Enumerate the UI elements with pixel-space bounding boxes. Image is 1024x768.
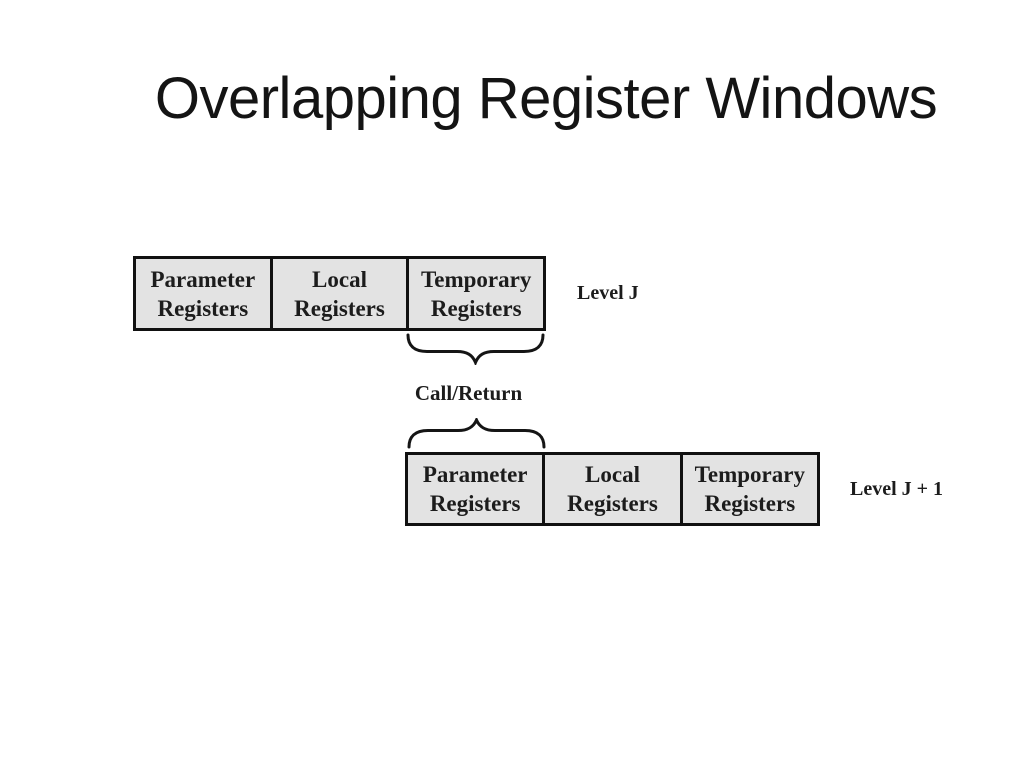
register-box-label-line1: Parameter: [422, 462, 528, 487]
call-return-brace-top-icon: [406, 333, 545, 365]
register-box-label-line2: Registers: [430, 295, 522, 321]
register-box-label-line1: Temporary: [421, 266, 532, 292]
register-box-temporary-j: Temporary Registers: [406, 259, 543, 328]
register-window-level-j: Parameter Registers Local Registers Temp…: [133, 256, 546, 331]
register-box-temporary-j1: Temporary Registers: [679, 455, 817, 523]
register-box-local-j: Local Registers: [269, 259, 407, 328]
register-box-label-line2: Registers: [294, 295, 385, 321]
register-box-label-line2: Registers: [567, 491, 658, 516]
call-return-label: Call/Return: [414, 381, 523, 405]
register-box-local-j1: Local Registers: [542, 455, 679, 523]
call-return-brace-bottom-icon: [407, 418, 546, 449]
register-box-label-line1: Local: [585, 462, 640, 487]
register-box-parameter-j: Parameter Registers: [136, 259, 270, 328]
register-box-label-line1: Parameter: [150, 266, 256, 292]
level-j-plus-1-label: Level J + 1: [850, 477, 944, 500]
register-box-label-line2: Registers: [157, 295, 249, 321]
slide-title: Overlapping Register Windows: [154, 66, 938, 131]
register-box-label-line2: Registers: [429, 491, 521, 516]
register-box-parameter-j1: Parameter Registers: [408, 455, 542, 523]
register-box-label-line2: Registers: [704, 491, 796, 516]
level-j-label: Level J: [577, 282, 639, 304]
register-box-label-line1: Temporary: [694, 462, 805, 487]
register-window-level-j-plus-1: Parameter Registers Local Registers Temp…: [405, 452, 820, 526]
register-box-label-line1: Local: [312, 266, 367, 292]
